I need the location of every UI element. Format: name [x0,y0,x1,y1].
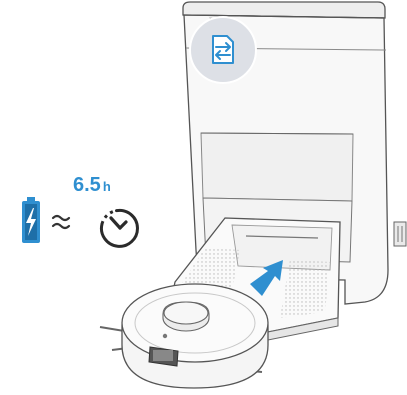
robot-vacuum [99,283,269,389]
swap-arrows-icon [189,16,257,84]
approx-symbol [51,214,71,230]
arrow-up-right-icon [250,260,283,296]
clock-icon [99,208,139,248]
runtime-unit: h [102,179,111,194]
runtime-value: 6.5 [73,174,101,196]
battery-charging-icon [22,197,40,243]
